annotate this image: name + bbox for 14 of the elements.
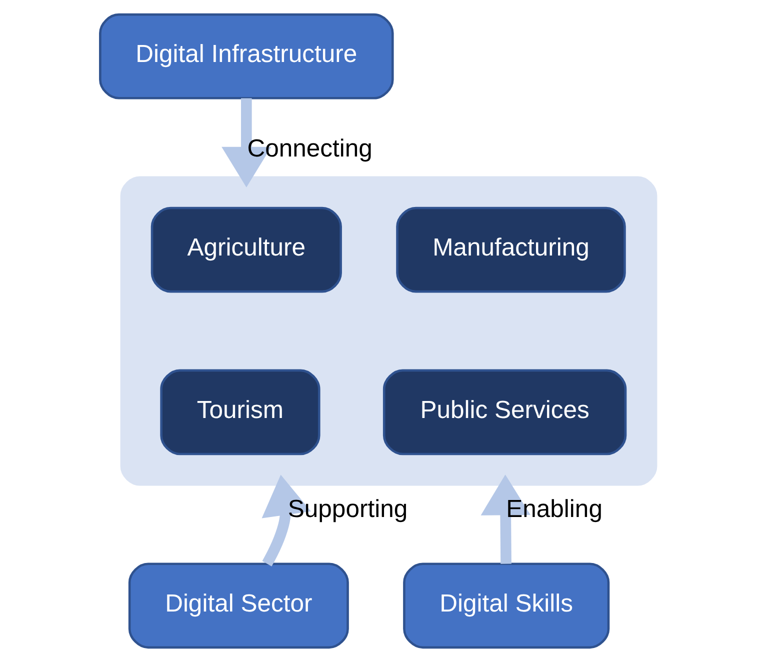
- cluster: [120, 176, 658, 486]
- node-box: Digital Infrastructure: [99, 13, 394, 100]
- arrow: [222, 98, 272, 188]
- node-box: Digital Sector: [128, 562, 349, 649]
- node-box: Digital Skills: [403, 562, 610, 649]
- edge-label: Enabling: [506, 496, 602, 524]
- node-box: Agriculture: [150, 206, 342, 293]
- edge-label: Connecting: [247, 136, 372, 163]
- node-box: Tourism: [160, 369, 320, 456]
- node-box: Manufacturing: [396, 206, 626, 293]
- arrow: [480, 474, 530, 564]
- arrow: [262, 474, 311, 566]
- node-box: Public Services: [382, 369, 627, 456]
- edge-label: Supporting: [288, 496, 408, 524]
